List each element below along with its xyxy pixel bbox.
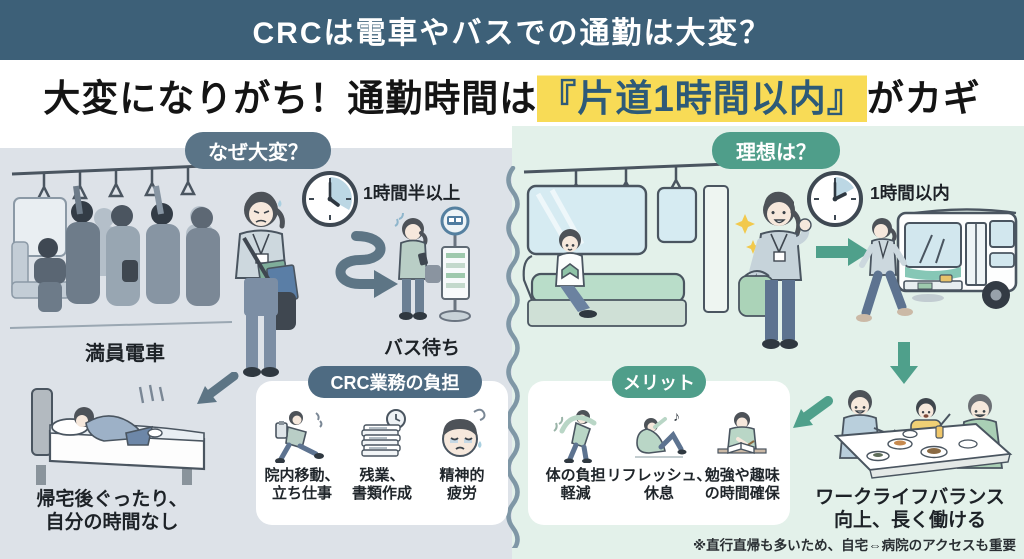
ideal-label: 理想は？ — [712, 132, 840, 169]
bus-wait-caption: バス待ち — [383, 338, 460, 359]
burden-item-fatigue: 精神的 疲労 — [422, 407, 501, 502]
green-right-arrow — [816, 238, 870, 266]
burden-label: CRC業務の負担 — [308, 366, 482, 398]
merit-caption-2a: リフレッシュ、 — [606, 467, 712, 484]
burden-label-text: CRC業務の負担 — [330, 373, 460, 393]
headline-suffix: がカギ — [866, 78, 981, 119]
merit-item-study: 勉強や趣味 の時間確保 — [701, 407, 784, 502]
burden-caption-3b: 疲労 — [446, 484, 477, 502]
walking-woman-illustration — [856, 218, 913, 322]
clock-60min-icon — [807, 171, 863, 227]
crowded-train-illustration — [9, 163, 233, 329]
headline-prefix: 大変になりがち！通勤時間は — [43, 78, 538, 119]
crowded-train-caption: 満員電車 — [85, 343, 165, 365]
winding-route-arrow — [335, 231, 398, 298]
burden-caption-1a: 院内移動、 — [264, 467, 340, 484]
running-person-icon — [275, 411, 324, 463]
clock-60min-caption: 1時間以内 — [870, 183, 950, 203]
burden-caption-2a: 残業、 — [359, 467, 405, 484]
merit-box: 体の負担 軽減 ♪ リフレッシュ、 休息 — [528, 381, 790, 525]
burden-caption-2b: 書類作成 — [351, 484, 412, 502]
merit-caption-3a: 勉強や趣味 — [704, 467, 780, 484]
family-caption-line1: ワークライフバランス — [815, 487, 1005, 508]
merit-item-refresh: ♪ リフレッシュ、 休息 — [607, 407, 712, 502]
family-dinner-illustration — [833, 390, 1013, 479]
main-headline: 大変になりがち！通勤時間は『片道1時間以内』がカギ — [0, 62, 1024, 128]
down-left-arrow — [197, 372, 239, 404]
wavy-divider — [506, 166, 520, 548]
merit-label-text: メリット — [623, 373, 695, 393]
merit-caption-3b: の時間確保 — [704, 484, 780, 502]
clock-90min-icon — [302, 171, 358, 227]
merit-label: メリット — [612, 366, 706, 398]
svg-text:♪: ♪ — [673, 408, 680, 424]
tired-crc-woman-illustration — [234, 191, 299, 377]
green-down-left-arrow — [793, 396, 833, 428]
footnote: ※直行直帰も多いため、自宅⇔病院のアクセスも重要 — [693, 538, 1016, 553]
burden-item-paperwork: 残業、 書類作成 — [342, 407, 421, 502]
top-banner: CRCは電車やバスでの通勤は大変？ — [0, 0, 1024, 60]
bus-illustration — [896, 208, 1018, 309]
relaxed-train-illustration — [522, 162, 729, 327]
burden-caption-3a: 精神的 — [439, 467, 485, 484]
stretching-person-icon — [553, 410, 597, 463]
family-caption-line2: 向上、長く働ける — [833, 509, 986, 531]
why-hard-label: なぜ大変？ — [185, 132, 331, 169]
merit-item-body: 体の負担 軽減 — [534, 407, 617, 502]
bed-caption-line1: 帰宅後ぐったり、 — [36, 489, 188, 510]
why-hard-label-text: なぜ大変？ — [208, 142, 308, 164]
headline-highlight: 『片道1時間以内』 — [537, 68, 867, 122]
burden-box: 院内移動、 立ち仕事 残業、 書類作成 — [256, 381, 508, 525]
bed-caption: 帰宅後ぐったり、 自分の時間なし — [12, 489, 212, 535]
relaxing-person-icon: ♪ — [634, 408, 687, 458]
clock-90min-caption: 1時間半以上 — [363, 183, 461, 203]
tired-face-icon — [442, 408, 486, 457]
paper-stack-clock-icon — [361, 409, 406, 457]
family-caption: ワークライフバランス 向上、長く働ける — [803, 487, 1017, 533]
exhausted-on-bed-illustration — [31, 384, 206, 485]
ideal-label-text: 理想は？ — [736, 142, 816, 164]
merit-caption-2b: 休息 — [643, 484, 674, 502]
green-down-arrow — [890, 342, 918, 384]
bed-caption-line2: 自分の時間なし — [45, 511, 179, 533]
studying-person-icon — [717, 412, 767, 454]
bus-stop-waiting-illustration — [394, 206, 471, 322]
merit-caption-1b: 軽減 — [560, 484, 591, 502]
burden-caption-1b: 立ち仕事 — [271, 484, 332, 502]
banner-title: CRCは電車やバスでの通勤は大変？ — [252, 17, 772, 50]
happy-crc-woman-illustration — [735, 191, 812, 349]
burden-item-moving: 院内移動、 立ち仕事 — [262, 407, 341, 502]
merit-caption-1a: 体の負担 — [545, 467, 606, 484]
